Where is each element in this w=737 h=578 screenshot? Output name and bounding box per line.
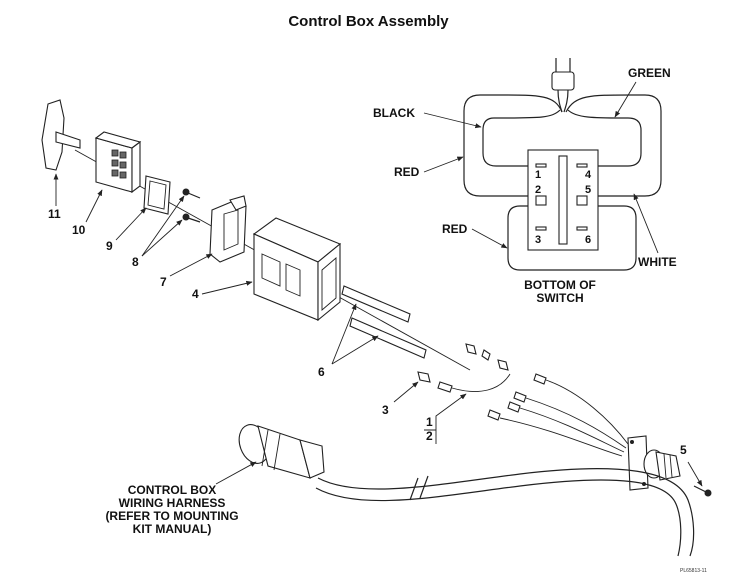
wire-label-black: BLACK: [373, 106, 415, 120]
pin-4: 4: [585, 169, 592, 181]
spacer-tubes: [341, 285, 427, 359]
pin-3: 3: [535, 234, 541, 246]
wire-label-red-upper: RED: [394, 165, 420, 179]
callout-1: 1: [426, 415, 433, 429]
callout-9: 9: [106, 239, 113, 253]
control-box-housing: [252, 217, 342, 322]
callout-10: 10: [72, 223, 86, 237]
callout-5: 5: [680, 443, 687, 457]
bezel: [209, 195, 247, 263]
gasket: [143, 175, 171, 215]
wire-label-white: WHITE: [638, 255, 677, 269]
diagram-title: Control Box Assembly: [288, 13, 449, 30]
callout-6: 6: [318, 365, 325, 379]
wire-label-red-lower: RED: [442, 222, 468, 236]
callout-4: 4: [192, 287, 199, 301]
harness-bulkhead-connector: [627, 435, 681, 491]
screws: [182, 188, 201, 223]
wire-label-green: GREEN: [628, 66, 671, 80]
wiring-diagram: [463, 58, 662, 271]
callout-3: 3: [382, 403, 389, 417]
callout-7: 7: [160, 275, 167, 289]
harness-label-line-3: (REFER TO MOUNTING: [105, 509, 238, 523]
pin-5: 5: [585, 184, 591, 196]
harness-cable: [315, 468, 695, 557]
harness-plug: [238, 424, 325, 479]
pin-6: 6: [585, 234, 591, 246]
harness-label-line-4: KIT MANUAL): [133, 522, 212, 536]
rocker-cap: [41, 99, 81, 171]
harness-label-line-1: CONTROL BOX: [128, 483, 216, 497]
switch-caption-line-2: SWITCH: [536, 291, 583, 305]
callout-2: 2: [426, 429, 433, 443]
pin-1: 1: [535, 169, 541, 181]
wire-terminals: [417, 343, 547, 421]
callout-11: 11: [48, 207, 61, 221]
callout-8: 8: [132, 255, 139, 269]
rocker-switch: [94, 131, 142, 194]
pin-2: 2: [535, 184, 541, 196]
switch-caption-line-1: BOTTOM OF: [524, 278, 596, 292]
drawing-code: PL65813-11: [680, 568, 707, 574]
harness-label-line-2: WIRING HARNESS: [119, 496, 226, 510]
